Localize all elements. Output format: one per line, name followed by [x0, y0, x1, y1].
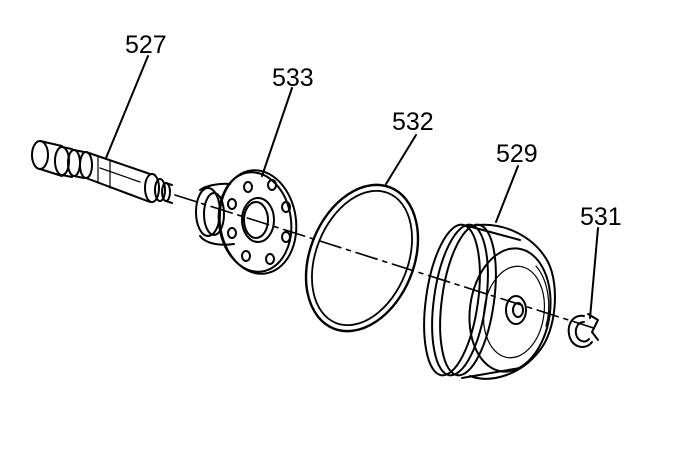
- part-number-531: 531: [580, 203, 622, 231]
- leader-529: [495, 165, 519, 223]
- leader-531: [589, 227, 599, 319]
- leader-527: [105, 55, 149, 159]
- leader-533: [261, 87, 293, 177]
- drum-529: [423, 223, 556, 380]
- leader-532: [385, 134, 417, 185]
- retaining-clip-531: [567, 313, 599, 348]
- seal-ring-532: [304, 183, 420, 333]
- part-number-527: 527: [125, 31, 167, 59]
- hub-533: [195, 169, 298, 275]
- assembly-axis-line: [174, 194, 601, 331]
- part-number-533: 533: [272, 64, 314, 92]
- part-number-529: 529: [496, 140, 538, 168]
- shaft-527: [31, 140, 173, 204]
- part-number-532: 532: [392, 108, 434, 136]
